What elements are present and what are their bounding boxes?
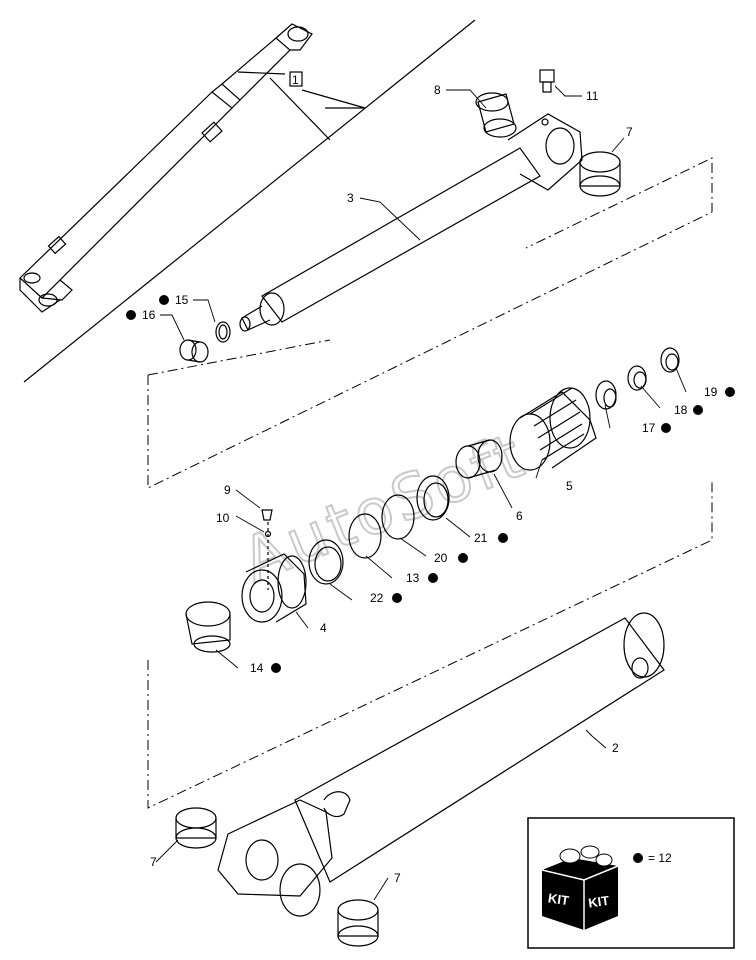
callout-18: 18 [674, 403, 688, 417]
seal-18 [627, 365, 647, 391]
bullet-19 [725, 387, 735, 397]
seal-16 [179, 339, 209, 363]
bullet-21 [498, 533, 508, 543]
callout-8: 8 [434, 83, 441, 97]
seal-19 [660, 347, 680, 373]
bullet-18 [693, 405, 703, 415]
bullet-13 [428, 573, 438, 583]
kit-bullets [126, 295, 735, 673]
callout-9: 9 [224, 483, 231, 497]
callout-21: 21 [474, 531, 488, 545]
callout-13: 13 [406, 571, 420, 585]
bushing-7-upper [579, 151, 621, 197]
callout-11: 11 [586, 89, 599, 103]
kit-box-icon: KIT KIT [541, 845, 619, 930]
callout-3: 3 [347, 191, 354, 205]
callout-7-left: 7 [150, 855, 157, 869]
callout-6: 6 [516, 509, 523, 523]
subassembly-boundary [147, 157, 713, 809]
callout-2: 2 [612, 741, 619, 755]
callout-14: 14 [250, 661, 264, 675]
wiper-14 [185, 601, 231, 653]
callout-17: 17 [642, 421, 656, 435]
cylinder-barrel [217, 612, 665, 917]
piston [509, 387, 597, 471]
grease-fitting [539, 69, 555, 93]
bullet-20 [458, 553, 468, 563]
kit-legend-text: = 12 [648, 851, 672, 865]
gland [241, 553, 307, 623]
callout-7-upper: 7 [626, 125, 633, 139]
kit-label-right: KIT [587, 893, 610, 911]
callout-leaders [155, 85, 687, 901]
seal-15 [215, 321, 231, 343]
bullet-14 [271, 663, 281, 673]
bushing-7-right [337, 899, 379, 947]
inset-boundary [23, 19, 476, 383]
kit-legend-bullet [633, 853, 643, 863]
bushing-7-left [175, 807, 217, 849]
callout-22: 22 [370, 591, 384, 605]
ring-21 [416, 475, 450, 521]
callout-box-1 [289, 71, 303, 87]
ring-13 [348, 513, 382, 559]
callout-20: 20 [434, 551, 448, 565]
callout-1: 1 [292, 73, 299, 87]
watermark: AutoSoft [232, 418, 536, 597]
plug-9 [261, 509, 273, 521]
callout-5: 5 [566, 479, 573, 493]
kit-legend: KIT KIT = 12 [527, 817, 735, 949]
callout-7-right: 7 [394, 871, 401, 885]
bullet-22 [392, 593, 402, 603]
callout-15: 15 [175, 293, 189, 307]
seal-17 [595, 380, 617, 410]
callout-labels: 1 8 11 7 3 15 16 5 6 21 20 13 22 4 14 9 … [142, 73, 718, 885]
assembled-cylinder-inset [19, 23, 331, 313]
ring-20 [381, 494, 415, 540]
callout-16: 16 [142, 308, 156, 322]
bullet-16 [126, 310, 136, 320]
kit-label-left: KIT [547, 890, 570, 908]
ring-22 [308, 539, 344, 585]
bullet-17 [661, 423, 671, 433]
bushing-8 [475, 92, 517, 138]
callout-4: 4 [320, 621, 327, 635]
bullet-15 [159, 295, 169, 305]
callout-10: 10 [216, 511, 230, 525]
piston-rod [239, 113, 583, 332]
callout-19: 19 [704, 385, 718, 399]
wear-ring-6 [455, 439, 503, 479]
